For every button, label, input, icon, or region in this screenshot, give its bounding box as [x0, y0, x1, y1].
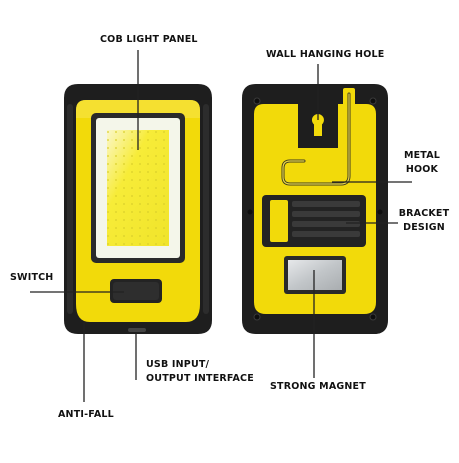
front-view — [64, 84, 212, 334]
label-bracket-design: BRACKET DESIGN — [398, 207, 450, 235]
strong-magnet — [288, 260, 342, 290]
label-cob-light-panel: COB LIGHT PANEL — [100, 34, 198, 45]
label-anti-fall: ANTI-FALL — [58, 409, 114, 420]
label-metal-hook: METAL HOOK — [396, 149, 448, 177]
label-switch: SWITCH — [10, 272, 54, 283]
back-view — [242, 84, 388, 334]
label-usb-line1: USB INPUT/ — [146, 359, 210, 370]
usb-port — [128, 328, 146, 332]
label-usb-interface: USB INPUT/ OUTPUT INTERFACE — [146, 358, 254, 386]
leader-lines — [30, 50, 412, 402]
label-metal-hook-line1: METAL — [403, 150, 441, 161]
label-strong-magnet: STRONG MAGNET — [270, 381, 366, 392]
label-bracket-design-line1: BRACKET — [398, 208, 450, 219]
label-bracket-design-line2: DESIGN — [403, 222, 445, 233]
label-metal-hook-line2: HOOK — [405, 164, 439, 175]
label-usb-line2: OUTPUT INTERFACE — [146, 373, 254, 384]
label-wall-hanging-hole: WALL HANGING HOLE — [266, 49, 385, 60]
